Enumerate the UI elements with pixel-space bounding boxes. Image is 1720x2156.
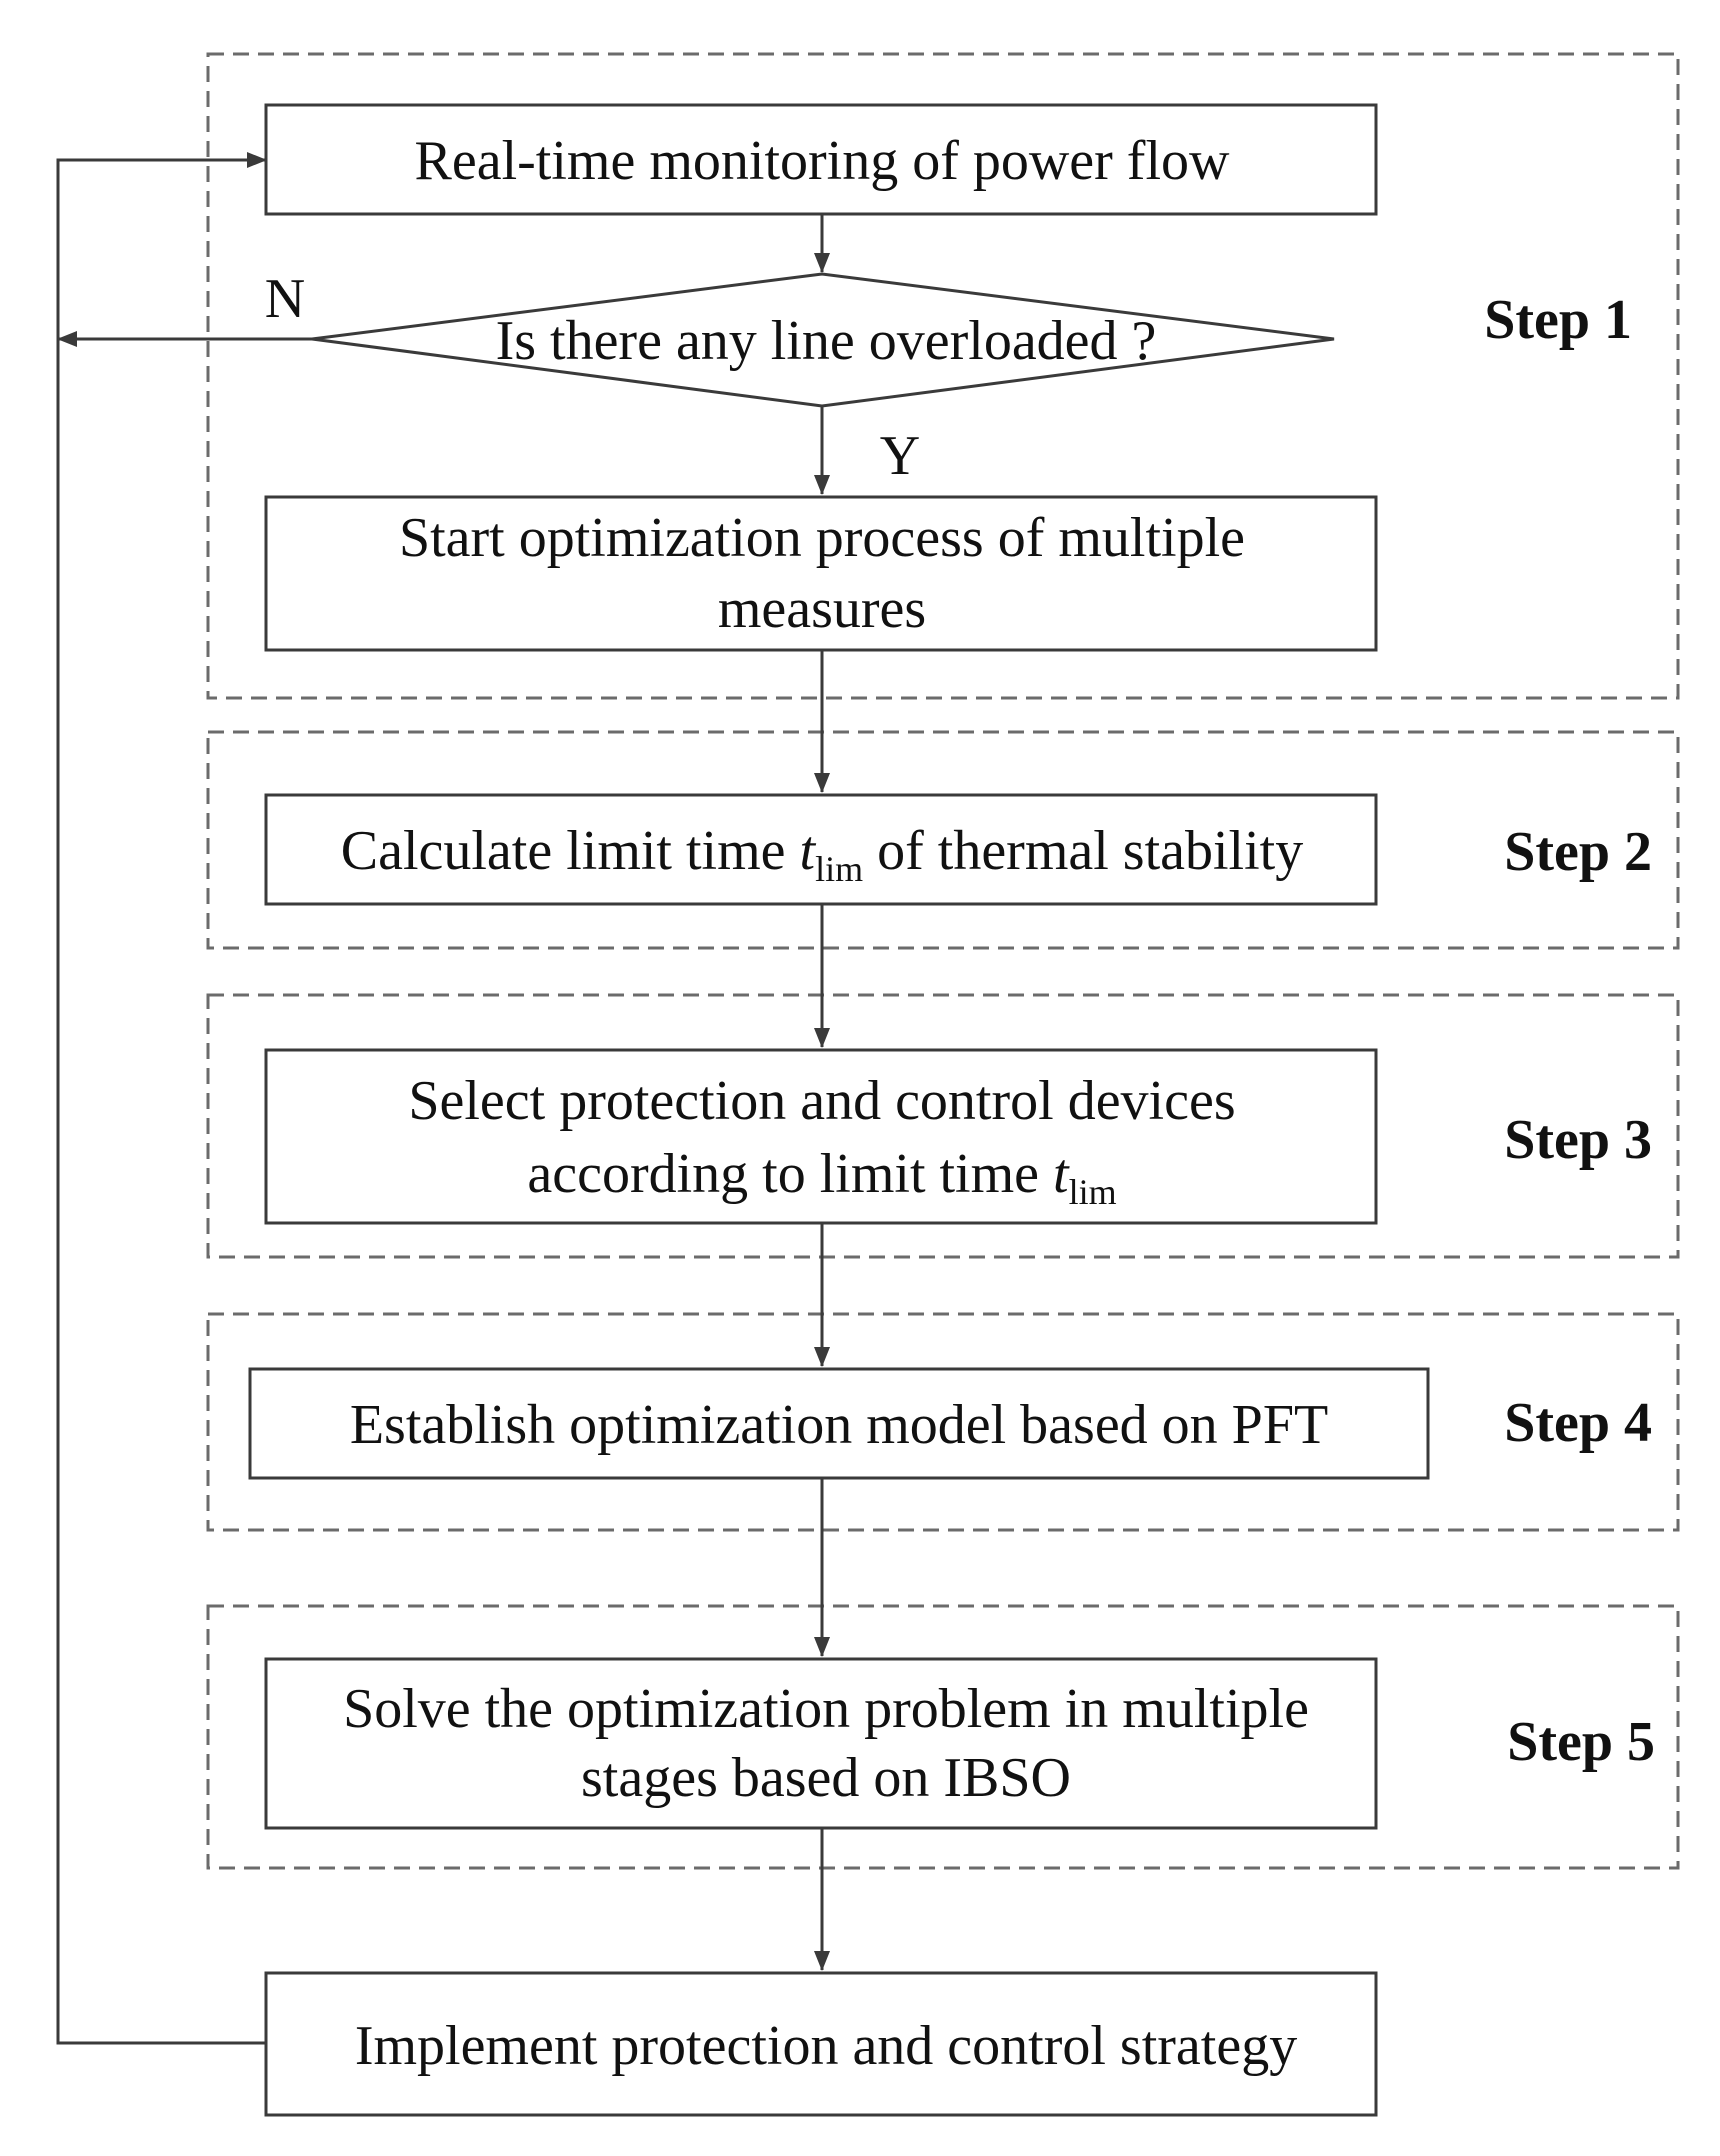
node-solve-problem-line2: stages based on IBSO <box>581 1747 1071 1809</box>
node-implement-text: Implement protection and control strateg… <box>355 2015 1297 2077</box>
step-4-group <box>206 1312 1680 1532</box>
node-start-optimization-line2: measures <box>718 578 926 640</box>
step-3-label: Step 3 <box>1504 1109 1652 1171</box>
calc-limit-var: t <box>800 820 817 882</box>
node-implement: Implement protection and control strateg… <box>264 1971 1378 2117</box>
step-1-group <box>206 52 1680 700</box>
node-decision-text: Is there any line overloaded ? <box>496 310 1157 372</box>
node-establish-model: Establish optimization model based on PF… <box>248 1367 1430 1480</box>
node-establish-model-text: Establish optimization model based on PF… <box>350 1394 1328 1456</box>
node-start-optimization-line1: Start optimization process of multiple <box>399 507 1245 569</box>
node-select-devices: Select protection and control devices ac… <box>264 1048 1378 1225</box>
node-calculate-limit-text: Calculate limit time tlim of thermal sta… <box>341 820 1303 889</box>
step-5-label: Step 5 <box>1507 1711 1655 1773</box>
decision-no-label: N <box>265 268 305 330</box>
step-2-group <box>206 730 1680 950</box>
calc-limit-pre: Calculate limit time <box>341 820 800 882</box>
decision-yes-label: Y <box>880 425 920 487</box>
step-3-group <box>206 993 1680 1259</box>
node-select-devices-line2: according to limit time tlim <box>527 1143 1116 1212</box>
step-5-group <box>206 1604 1680 1870</box>
node-monitor: Real-time monitoring of power flow <box>264 103 1378 216</box>
edge-feedback-loop <box>56 152 267 2045</box>
node-decision: Is there any line overloaded ? <box>311 272 1335 408</box>
select-devices-sub: lim <box>1069 1172 1117 1212</box>
node-start-optimization: Start optimization process of multiple m… <box>264 495 1378 652</box>
step-2-label: Step 2 <box>1504 821 1652 883</box>
step-1-label: Step 1 <box>1484 289 1632 351</box>
node-calculate-limit: Calculate limit time tlim of thermal sta… <box>264 793 1378 906</box>
calc-limit-post: of thermal stability <box>863 820 1303 882</box>
node-select-devices-line1: Select protection and control devices <box>408 1070 1235 1132</box>
node-solve-problem-line1: Solve the optimization problem in multip… <box>343 1678 1309 1740</box>
node-solve-problem: Solve the optimization problem in multip… <box>264 1657 1378 1830</box>
select-devices-pre: according to limit time <box>527 1143 1053 1205</box>
select-devices-var: t <box>1053 1143 1070 1205</box>
calc-limit-sub: lim <box>815 849 863 889</box>
node-monitor-text: Real-time monitoring of power flow <box>415 130 1230 192</box>
step-4-label: Step 4 <box>1504 1392 1652 1454</box>
